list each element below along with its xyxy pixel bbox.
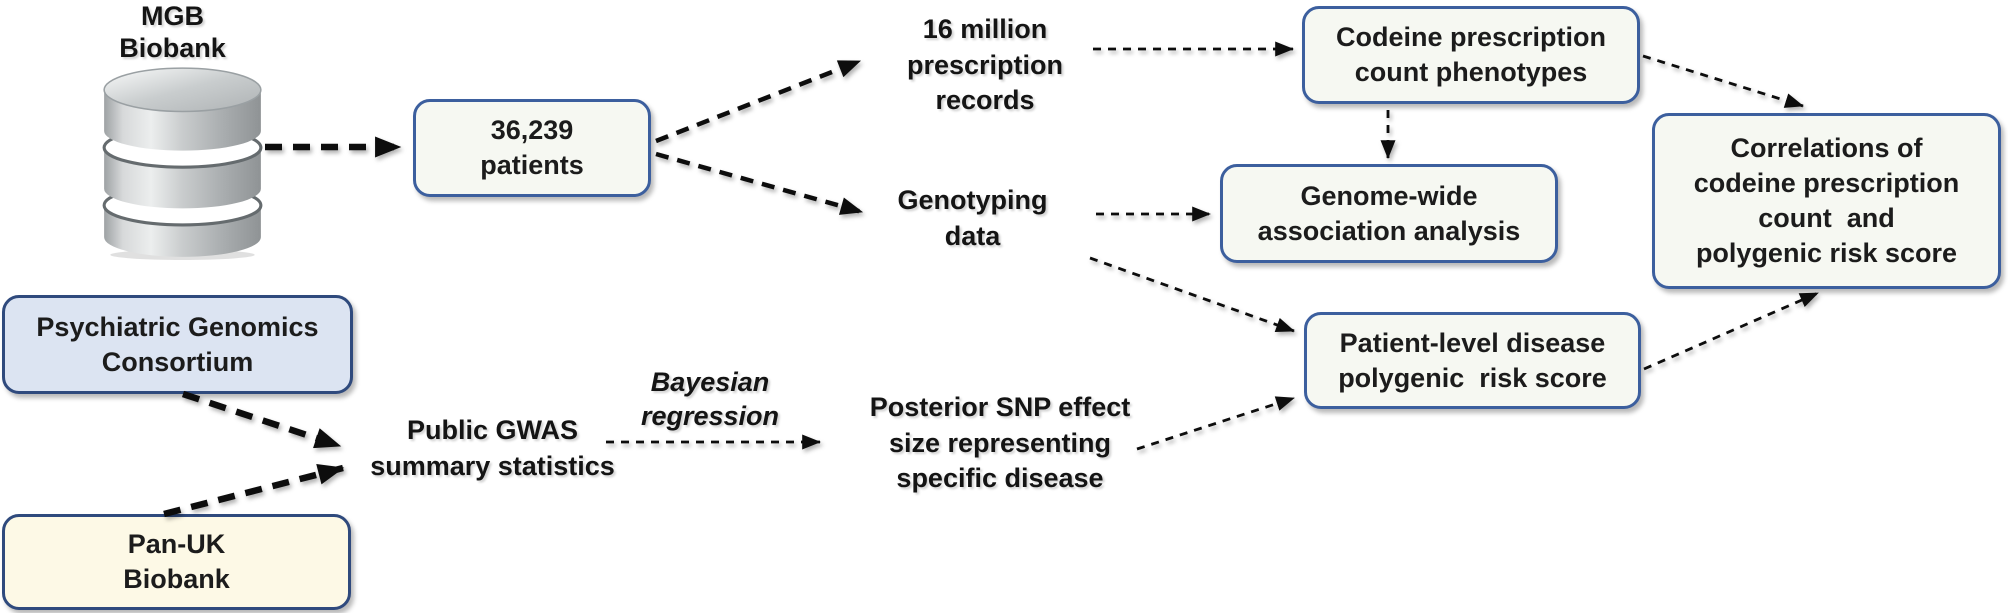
arrow-patients-to-records xyxy=(655,58,862,144)
patients-box: 36,239 patients xyxy=(413,99,651,197)
arrow-patients-to-genotyping xyxy=(655,151,864,215)
correlations-box: Correlations of codeine prescription cou… xyxy=(1652,113,2001,289)
posterior-snp-label: Posterior SNP effect size representing s… xyxy=(869,392,1131,494)
arrow-posterior-to-prs xyxy=(1136,396,1295,451)
polygenic-risk-score-box: Patient-level disease polygenic risk sco… xyxy=(1304,312,1641,409)
arrow-panuk-to-gwas-stats xyxy=(163,464,345,518)
arrow-genotyping-to-prs xyxy=(1089,256,1295,333)
mgb-biobank-label: MGB Biobank xyxy=(119,1,226,64)
gwas-analysis-box: Genome-wide association analysis xyxy=(1220,164,1558,263)
genotyping-data-label: Genotyping data xyxy=(897,185,1048,251)
psychiatric-genomics-consortium-box: Psychiatric Genomics Consortium xyxy=(2,295,353,394)
arrow-pgc-to-gwas-stats xyxy=(181,390,342,450)
database-icon xyxy=(102,67,263,260)
prescription-records-label: 16 million prescription records xyxy=(906,14,1064,116)
bayesian-regression-label: Bayesian regression xyxy=(640,367,780,431)
pan-uk-biobank-box: Pan-UK Biobank xyxy=(2,514,351,610)
public-gwas-label: Public GWAS summary statistics xyxy=(370,415,615,481)
arrow-codeine-to-correlations xyxy=(1642,54,1804,108)
codeine-phenotypes-box: Codeine prescription count phenotypes xyxy=(1302,6,1640,104)
arrow-prs-to-correlations xyxy=(1643,291,1819,371)
